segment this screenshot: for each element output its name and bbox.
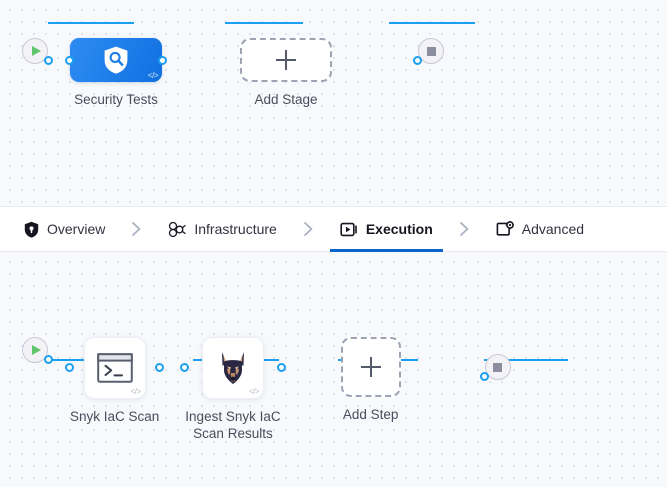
- end-circle: [418, 38, 444, 64]
- shield-search-icon: [104, 46, 128, 74]
- ingest-snyk-iac-scan-results-label: Ingest Snyk IaC Scan Results: [185, 409, 281, 441]
- terminal-icon: [96, 353, 133, 383]
- security-tests-output-port[interactable]: [158, 55, 167, 65]
- security-tests-label: Security Tests: [74, 92, 158, 107]
- code-badge: </>: [147, 71, 159, 80]
- add-stage-button[interactable]: [240, 38, 332, 82]
- end-input-port[interactable]: [479, 371, 489, 381]
- tab-execution-label: Execution: [365, 221, 433, 237]
- step-end-node: [479, 354, 511, 381]
- tab-infrastructure-label: Infrastructure: [194, 221, 277, 237]
- tab-overview-label: Overview: [47, 221, 106, 237]
- add-stage-label: Add Stage: [254, 92, 318, 107]
- add-step-node[interactable]: Add Step: [340, 337, 401, 423]
- play-box-icon: [340, 221, 358, 238]
- stage-start-node: [22, 38, 53, 65]
- stop-square-icon: [493, 362, 503, 372]
- chevron-right-icon: [445, 207, 484, 251]
- chevron-right-icon: [117, 207, 156, 251]
- chevron-right-icon: [289, 207, 328, 251]
- shield-filled-icon: [24, 221, 39, 238]
- code-badge: </>: [130, 387, 142, 396]
- connector-add-stage-to-end: [389, 22, 475, 24]
- molecule-icon: [168, 221, 187, 238]
- tab-overview[interactable]: Overview: [12, 207, 117, 251]
- connector-security-tests-to-add-stage: [225, 22, 303, 24]
- add-step-button[interactable]: [340, 337, 401, 397]
- pipeline-stage-canvas[interactable]: </> Security Tests Add Stage: [0, 0, 667, 206]
- tab-infrastructure[interactable]: Infrastructure: [156, 207, 288, 251]
- stage-end-node: [413, 38, 444, 65]
- stage-node-security-tests[interactable]: </> Security Tests: [65, 38, 167, 108]
- snyk-iac-scan-card[interactable]: </>: [83, 337, 146, 399]
- plus-icon: [360, 357, 381, 377]
- play-triangle-icon: [31, 46, 41, 56]
- tab-execution[interactable]: Execution: [328, 207, 445, 252]
- security-tests-input-port[interactable]: [65, 55, 74, 65]
- step-node-ingest-snyk-iac-scan-results[interactable]: </> Ingest Snyk IaC Scan Results: [180, 337, 286, 442]
- connector-add-step-to-end: [484, 359, 568, 361]
- snyk-iac-scan-input-port[interactable]: [65, 362, 74, 372]
- ingest-output-port[interactable]: [276, 362, 286, 372]
- play-triangle-icon: [31, 345, 41, 355]
- security-tests-card[interactable]: </>: [70, 38, 162, 82]
- add-stage-node[interactable]: Add Stage: [240, 38, 332, 108]
- start-output-port[interactable]: [44, 354, 53, 364]
- gear-box-icon: [496, 220, 514, 238]
- connector-start-to-security-tests: [48, 22, 134, 24]
- start-circle: [22, 38, 48, 64]
- step-start-node: [22, 337, 53, 364]
- start-output-port[interactable]: [44, 55, 53, 65]
- plus-icon: [276, 50, 296, 70]
- end-circle: [484, 354, 511, 380]
- tab-advanced[interactable]: Advanced: [484, 207, 596, 251]
- pipeline-section-tabs: Overview Infrastructure: [0, 206, 667, 252]
- code-badge: </>: [248, 387, 260, 396]
- start-circle: [22, 337, 48, 363]
- step-node-snyk-iac-scan[interactable]: </> Snyk IaC Scan: [65, 337, 165, 425]
- snyk-iac-scan-label: Snyk IaC Scan: [70, 409, 160, 424]
- snyk-iac-scan-output-port[interactable]: [155, 362, 165, 372]
- tab-advanced-label: Advanced: [521, 221, 585, 237]
- ingest-input-port[interactable]: [180, 362, 190, 372]
- ingest-snyk-iac-scan-results-card[interactable]: </>: [201, 337, 264, 399]
- stop-square-icon: [426, 46, 436, 56]
- doberman-icon: [221, 352, 244, 384]
- add-step-label: Add Step: [342, 407, 399, 422]
- end-input-port[interactable]: [413, 55, 422, 65]
- pipeline-step-canvas[interactable]: </> Snyk IaC Scan: [0, 252, 667, 487]
